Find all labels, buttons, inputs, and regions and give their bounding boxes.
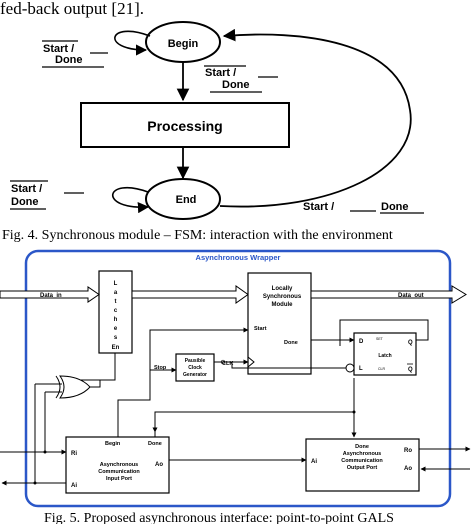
- output-port-ai-label: Ai: [311, 459, 317, 465]
- lsm-done-label: Done: [284, 340, 298, 346]
- junction-dot: [43, 450, 47, 454]
- lsm-title-line: Module: [272, 302, 294, 308]
- body-text-fragment: fed-back output [21].: [0, 0, 144, 18]
- latch-set-label: SET: [376, 337, 384, 341]
- end-state: [145, 178, 221, 220]
- xor-gate-input-curve: [55, 375, 61, 399]
- input-port-title-line: Asynchronous: [100, 462, 139, 468]
- latches-block: [98, 270, 133, 354]
- latch-qbar-label: Q: [408, 367, 413, 373]
- wrapper-diagram: Asynchronous Wrapper L a t c h e s En Da…: [0, 249, 471, 508]
- end-begin-done-label: Done: [381, 201, 409, 213]
- pausible-clock-generator: [175, 353, 215, 382]
- latches-letter: c: [114, 308, 118, 314]
- latches-letter: L: [114, 281, 118, 287]
- begin-loop-start-label: Start /: [43, 43, 74, 55]
- latch-q-label: Q: [408, 340, 413, 346]
- clock-stop-label: Stop: [154, 365, 167, 371]
- begin-self-loop: [114, 30, 151, 56]
- input-port-ri-label: Ri: [71, 451, 77, 457]
- begin-loop-done-label: Done: [55, 54, 83, 66]
- latches-letter: e: [114, 326, 118, 332]
- end-begin-start-label: Start /: [303, 201, 334, 213]
- data-in-label: Data_in: [40, 293, 62, 299]
- end-loop-done-label: Done: [11, 196, 39, 208]
- lsm-title-line: Locally: [272, 286, 293, 292]
- latches-letter: a: [114, 290, 118, 296]
- begin-to-start-wire: [117, 370, 151, 437]
- lsm-clock-input: [247, 356, 255, 368]
- clock-gen-title-line: Generator: [183, 372, 207, 378]
- input-port-title-line: Communication: [98, 469, 140, 475]
- clock-gen-title-line: Clock: [188, 365, 202, 371]
- xor-output-wire: [90, 380, 101, 388]
- latch-inversion-bubble: [345, 363, 355, 373]
- fig5-caption: Fig. 5. Proposed asynchronous interface:…: [44, 511, 394, 524]
- latches-en-label: En: [112, 345, 120, 351]
- xor-gate: [59, 375, 91, 399]
- output-port-done-label: Done: [355, 444, 369, 450]
- latch-d-label: D: [359, 339, 364, 345]
- input-port-title-line: Input Port: [106, 476, 132, 482]
- fsm-diagram: Begin Start / Done Start / Done Processi…: [10, 21, 424, 220]
- locally-synchronous-module: [247, 272, 312, 375]
- async-input-port: [65, 436, 170, 494]
- async-output-port: [305, 438, 420, 492]
- output-port-title-line: Asynchronous: [343, 451, 382, 457]
- junction-dot: [33, 481, 37, 485]
- latches-label: L a t c h e s: [114, 281, 118, 341]
- input-port-ai-label: Ai: [71, 483, 77, 489]
- begin-processing-done-label: Done: [222, 79, 250, 91]
- end-state-label: End: [176, 194, 197, 206]
- clock-clk-label: CLK: [222, 361, 233, 367]
- asynchronous-wrapper-border: [24, 249, 452, 508]
- end-loop-start-label: Start /: [11, 183, 42, 195]
- input-port-ao-label: Ao: [155, 462, 163, 468]
- done-to-input-port-wire: [154, 411, 354, 437]
- output-port-ro-label: Ro: [404, 448, 412, 454]
- latches-letter: t: [115, 299, 117, 305]
- begin-processing-start-label: Start /: [205, 67, 236, 79]
- data-in-bus-arrow: [0, 286, 100, 303]
- end-self-loop: [111, 186, 150, 214]
- begin-state-label: Begin: [168, 38, 199, 50]
- input-port-done-label: Done: [148, 441, 162, 447]
- processing-state-label: Processing: [147, 118, 222, 134]
- data-out-bus-arrow: [310, 285, 467, 304]
- output-port-title-line: Output Port: [347, 465, 378, 471]
- latches-letter: s: [114, 335, 118, 341]
- input-port-begin-label: Begin: [105, 441, 121, 447]
- latch-feedback-wire: [339, 319, 429, 346]
- data-out-label: Data_out: [398, 293, 424, 299]
- done-latch: [353, 332, 417, 376]
- lsm-start-label: Start: [254, 326, 267, 332]
- wrapper-title: Asynchronous Wrapper: [196, 253, 281, 262]
- start-wire: [149, 327, 249, 370]
- latch-enable-wire: [80, 353, 116, 381]
- processing-state: [80, 102, 290, 148]
- latches-letter: h: [114, 317, 118, 323]
- clk-to-latch-wire: [231, 362, 346, 369]
- latch-title: Latch: [378, 353, 391, 359]
- lsm-title-line: Synchronous: [263, 294, 302, 300]
- end-to-begin-arc: [219, 28, 412, 208]
- latch-l-label: L: [359, 366, 363, 372]
- latches-to-module-bus-arrow: [131, 285, 249, 304]
- output-port-title-line: Communication: [341, 458, 383, 464]
- latch-clr-label: CLR: [378, 367, 385, 371]
- fig4-caption: Fig. 4. Synchronous module – FSM: intera…: [2, 228, 393, 243]
- output-port-ao-label: Ao: [404, 466, 412, 472]
- clock-gen-title-line: Pausible: [185, 358, 206, 364]
